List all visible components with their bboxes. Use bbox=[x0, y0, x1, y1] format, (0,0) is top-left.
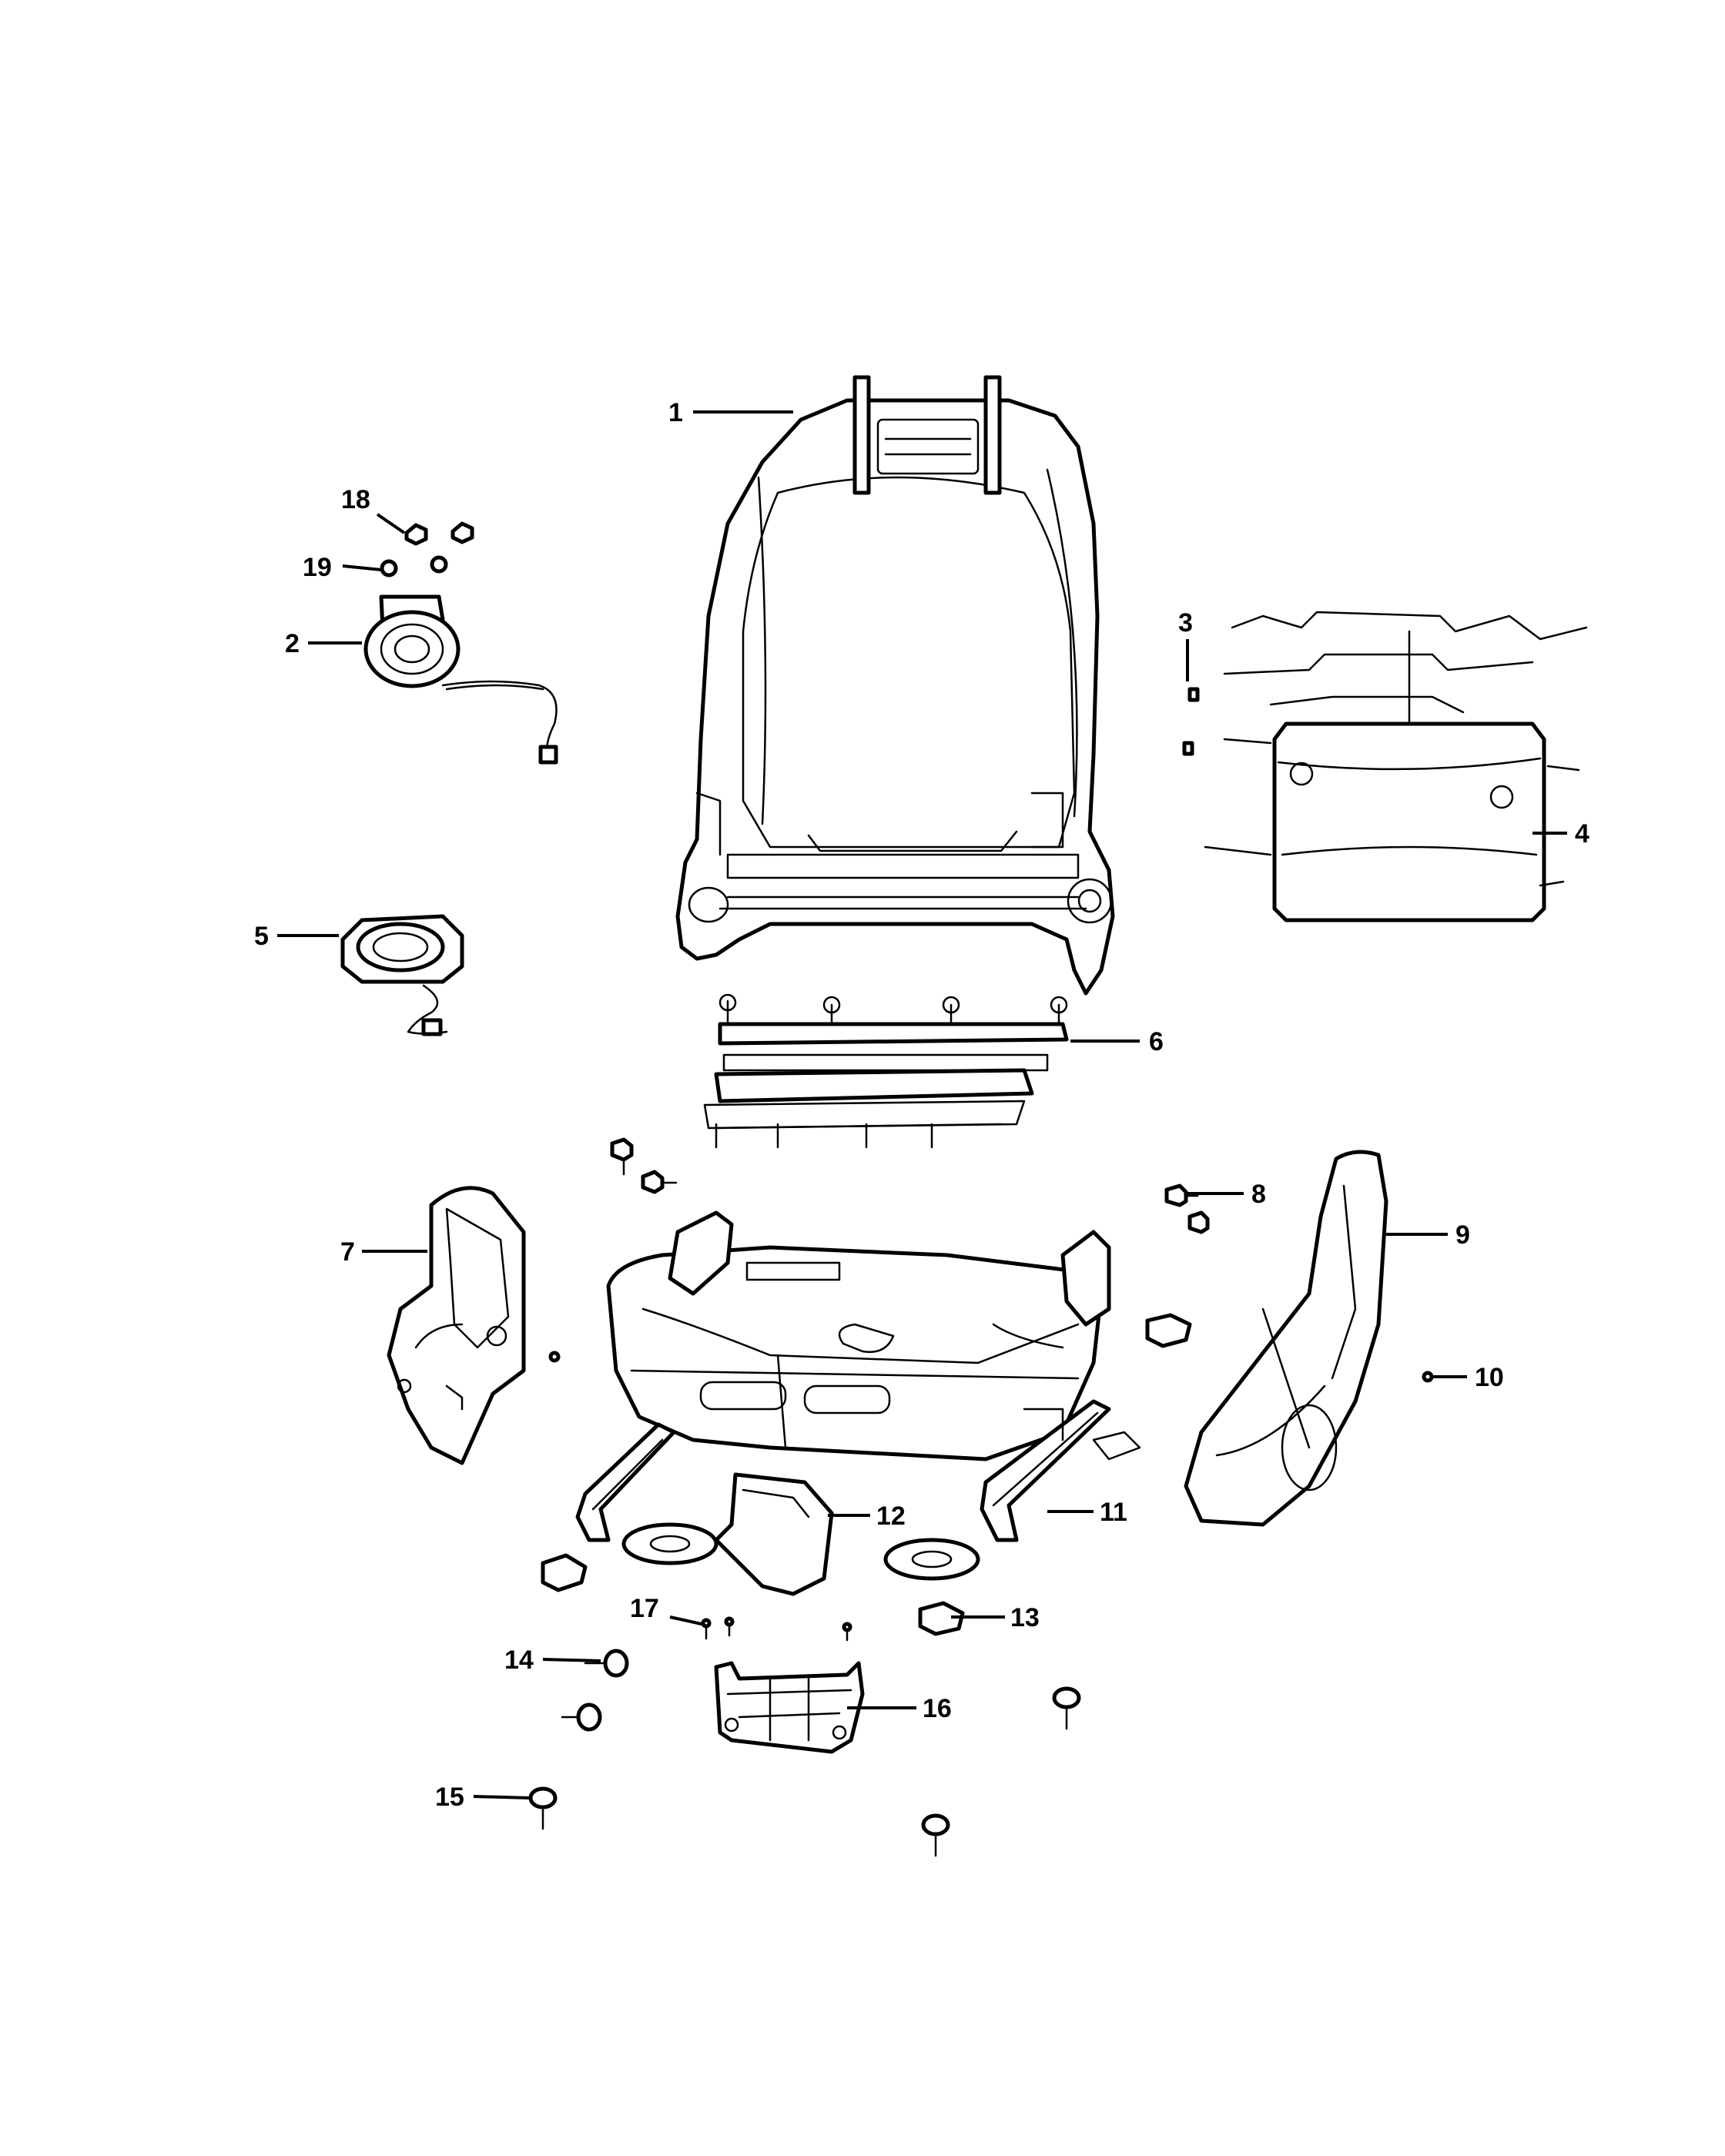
bolts-14 bbox=[561, 1649, 629, 1732]
callout-3: 3 bbox=[1178, 608, 1193, 638]
side-shield-7 bbox=[387, 1186, 526, 1465]
bolts-top-center bbox=[610, 1137, 678, 1194]
callout-2: 2 bbox=[285, 629, 300, 658]
bracket-16 bbox=[714, 1661, 865, 1754]
callout-14: 14 bbox=[504, 1645, 534, 1675]
callout-5: 5 bbox=[254, 922, 269, 951]
shield-12 bbox=[714, 1472, 834, 1596]
callout-10: 10 bbox=[1475, 1363, 1504, 1392]
callout-9: 9 bbox=[1455, 1220, 1470, 1250]
callout-6: 6 bbox=[1149, 1027, 1164, 1056]
callout-12: 12 bbox=[876, 1502, 906, 1531]
dot-fastener-left bbox=[548, 1351, 561, 1363]
screws-17 bbox=[701, 1616, 852, 1642]
leader-lines bbox=[277, 410, 1567, 1799]
suspension-mat-4 bbox=[1204, 611, 1588, 922]
nuts-19 bbox=[380, 555, 448, 578]
fan-assembly-5 bbox=[340, 914, 464, 1036]
callout-labels: 1 2 3 4 5 6 7 8 9 10 11 12 13 14 15 16 1… bbox=[254, 398, 1589, 1812]
callout-4: 4 bbox=[1575, 819, 1589, 849]
seat-spring-6 bbox=[703, 993, 1069, 1149]
bolts-8 bbox=[1164, 1183, 1210, 1234]
callout-13: 13 bbox=[1010, 1603, 1040, 1632]
callout-7: 7 bbox=[340, 1237, 355, 1267]
seat-back-frame bbox=[675, 375, 1115, 996]
dot-fastener-right bbox=[1422, 1371, 1434, 1383]
callout-18: 18 bbox=[341, 485, 370, 514]
clip-13 bbox=[541, 1313, 1192, 1636]
callout-11: 11 bbox=[1100, 1498, 1127, 1527]
seat-cushion-frame bbox=[606, 1210, 1111, 1461]
callout-8: 8 bbox=[1251, 1180, 1266, 1209]
motor-assembly-2 bbox=[363, 594, 558, 765]
callout-1: 1 bbox=[668, 398, 683, 427]
seat-tracks-11 bbox=[575, 1399, 1141, 1581]
callout-16: 16 bbox=[923, 1694, 952, 1723]
side-shield-9 bbox=[1184, 1150, 1388, 1527]
callout-15: 15 bbox=[435, 1783, 464, 1812]
bolts-15 bbox=[528, 1686, 1081, 1857]
callout-17: 17 bbox=[630, 1594, 659, 1623]
clip-3 bbox=[1182, 687, 1200, 756]
nuts-18 bbox=[404, 521, 474, 546]
callout-19: 19 bbox=[303, 553, 332, 582]
